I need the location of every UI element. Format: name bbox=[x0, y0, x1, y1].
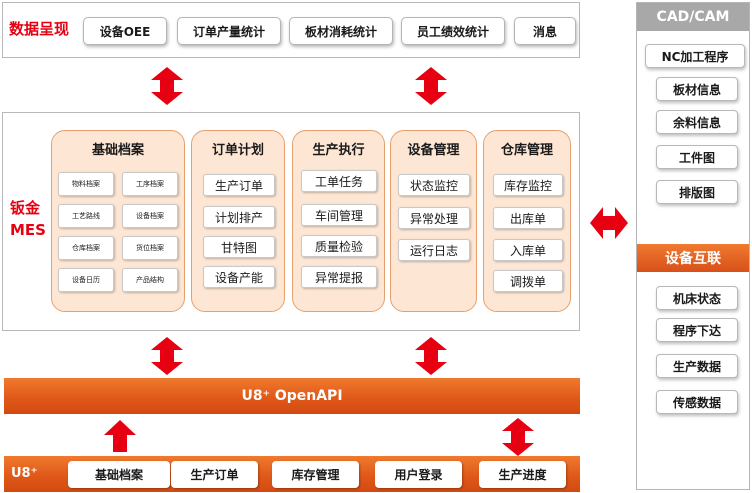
up-arrow-icon bbox=[104, 420, 136, 452]
warehouse-archive-item[interactable]: 仓库档案 bbox=[58, 236, 114, 260]
u8-production-order-button[interactable]: 生产订单 bbox=[171, 461, 258, 488]
process-archive-item[interactable]: 工序档案 bbox=[122, 172, 178, 196]
workshop-management-item[interactable]: 车间管理 bbox=[301, 204, 377, 226]
exception-handling-item[interactable]: 异常处理 bbox=[398, 207, 470, 229]
program-dispatch-button[interactable]: 程序下达 bbox=[656, 318, 738, 342]
double-arrow-icon bbox=[590, 207, 628, 239]
double-arrow-icon bbox=[415, 337, 447, 375]
transfer-order-item[interactable]: 调拨单 bbox=[493, 270, 563, 292]
cad-cam-header: CAD/CAM bbox=[637, 3, 749, 31]
product-structure-item[interactable]: 产品结构 bbox=[122, 268, 178, 292]
module-title: 订单计划 bbox=[211, 143, 264, 158]
u8-openapi-bar: U8⁺ OpenAPI bbox=[4, 378, 580, 414]
double-arrow-icon bbox=[502, 418, 534, 456]
work-order-task-item[interactable]: 工单任务 bbox=[301, 170, 377, 192]
mes-title-line1: 钣金 bbox=[10, 199, 41, 217]
production-data-button[interactable]: 生产数据 bbox=[656, 354, 738, 378]
location-archive-item[interactable]: 货位档案 bbox=[122, 236, 178, 260]
module-title: 仓库管理 bbox=[500, 143, 553, 158]
module-equipment-management: 设备管理 状态监控 异常处理 运行日志 bbox=[390, 130, 477, 312]
u8-inventory-management-button[interactable]: 库存管理 bbox=[272, 461, 359, 488]
sensor-data-button[interactable]: 传感数据 bbox=[656, 390, 738, 414]
data-presentation-title: 数据呈现 bbox=[9, 20, 70, 38]
module-order-plan: 订单计划 生产订单 计划排产 甘特图 设备产能 bbox=[191, 130, 285, 312]
module-title: 设备管理 bbox=[407, 143, 460, 158]
oee-button[interactable]: 设备OEE bbox=[83, 17, 167, 45]
run-log-item[interactable]: 运行日志 bbox=[398, 239, 470, 261]
machine-status-button[interactable]: 机床状态 bbox=[656, 286, 738, 310]
quality-inspection-item[interactable]: 质量检验 bbox=[301, 235, 377, 257]
gantt-chart-item[interactable]: 甘特图 bbox=[203, 236, 275, 258]
message-button[interactable]: 消息 bbox=[514, 17, 576, 45]
inbound-order-item[interactable]: 入库单 bbox=[493, 239, 563, 261]
module-title: 基础档案 bbox=[91, 143, 144, 158]
sheet-info-button[interactable]: 板材信息 bbox=[656, 77, 738, 101]
u8-label: U8⁺ bbox=[11, 466, 38, 481]
exception-report-item[interactable]: 异常提报 bbox=[301, 266, 377, 288]
openapi-label: U8⁺ OpenAPI bbox=[241, 388, 343, 404]
inventory-monitor-item[interactable]: 库存监控 bbox=[493, 174, 563, 196]
status-monitor-item[interactable]: 状态监控 bbox=[398, 174, 470, 196]
mes-title-line2: MES bbox=[10, 221, 46, 239]
u8-basic-archives-button[interactable]: 基础档案 bbox=[68, 461, 170, 488]
workpiece-drawing-button[interactable]: 工件图 bbox=[656, 145, 738, 169]
remnant-info-button[interactable]: 余料信息 bbox=[656, 110, 738, 134]
module-title: 生产执行 bbox=[312, 143, 365, 158]
equipment-iot-header: 设备互联 bbox=[637, 244, 749, 272]
u8-production-progress-button[interactable]: 生产进度 bbox=[479, 461, 566, 488]
nesting-drawing-button[interactable]: 排版图 bbox=[656, 180, 738, 204]
module-production-execution: 生产执行 工单任务 车间管理 质量检验 异常提报 bbox=[292, 130, 385, 312]
material-archive-item[interactable]: 物料档案 bbox=[58, 172, 114, 196]
mes-title: 钣金 MES bbox=[10, 197, 50, 241]
sheet-consumption-stats-button[interactable]: 板材消耗统计 bbox=[289, 17, 393, 45]
production-order-item[interactable]: 生产订单 bbox=[203, 174, 275, 196]
double-arrow-icon bbox=[415, 67, 447, 105]
order-output-stats-button[interactable]: 订单产量统计 bbox=[177, 17, 281, 45]
equipment-capacity-item[interactable]: 设备产能 bbox=[203, 266, 275, 288]
process-route-item[interactable]: 工艺路线 bbox=[58, 204, 114, 228]
u8-user-login-button[interactable]: 用户登录 bbox=[375, 461, 462, 488]
double-arrow-icon bbox=[151, 67, 183, 105]
module-warehouse-management: 仓库管理 库存监控 出库单 入库单 调拨单 bbox=[483, 130, 571, 312]
scheduling-item[interactable]: 计划排产 bbox=[203, 206, 275, 228]
staff-performance-stats-button[interactable]: 员工绩效统计 bbox=[401, 17, 505, 45]
equipment-calendar-item[interactable]: 设备日历 bbox=[58, 268, 114, 292]
nc-program-button[interactable]: NC加工程序 bbox=[645, 44, 745, 68]
equipment-archive-item[interactable]: 设备档案 bbox=[122, 204, 178, 228]
module-basic-archives: 基础档案 物料档案 工序档案 工艺路线 设备档案 仓库档案 货位档案 设备日历 … bbox=[51, 130, 185, 312]
double-arrow-icon bbox=[151, 337, 183, 375]
outbound-order-item[interactable]: 出库单 bbox=[493, 207, 563, 229]
